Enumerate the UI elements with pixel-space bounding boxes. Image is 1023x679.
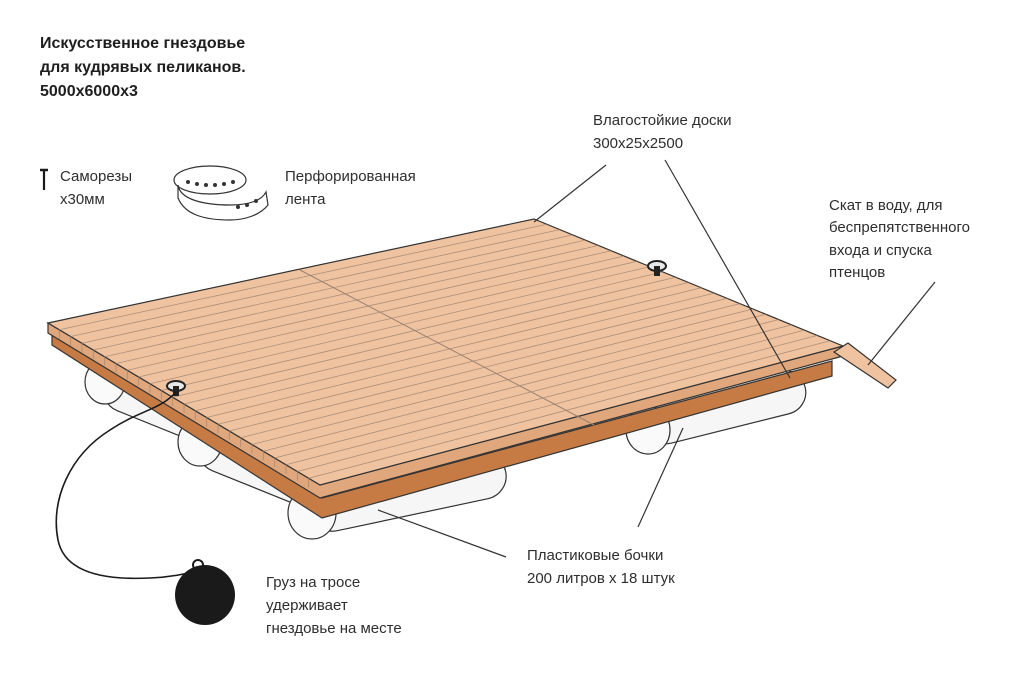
boards-label-line-1: Влагостойкие доски (593, 112, 732, 129)
deck-board-seam (308, 340, 831, 479)
deck-boards (58, 223, 831, 488)
deck-joint (299, 269, 595, 426)
deck-board-seam (274, 324, 792, 459)
weight-label-line-3: гнездовье на месте (266, 620, 402, 637)
screws-label-line-1: Саморезы (60, 168, 133, 185)
ramp-label-line-2: беспрепятственного (829, 219, 970, 236)
anchor-bolt-front (166, 380, 186, 396)
ramp-label-line-3: входа и спуска (829, 242, 932, 259)
deck-board-seam (183, 282, 689, 405)
deck-board-seam (161, 271, 663, 391)
boards-label-line-2: 300х25х2500 (593, 135, 684, 152)
deck-board-seam (70, 229, 560, 337)
deck-board-seam (297, 335, 818, 472)
anchor-weight (175, 559, 235, 625)
anchor-cable (55, 391, 201, 580)
ramp-label-line-1: Скат в воду, для (829, 197, 943, 214)
deck-board-seam (93, 239, 586, 351)
screws-label-line-2: х30мм (60, 191, 105, 208)
deck-board-seam (285, 329, 805, 466)
barrels-label-line-2: 200 литров х 18 штук (527, 570, 675, 587)
weight-label-line-1: Груз на тросе (266, 574, 361, 591)
deck-board-seam (172, 276, 676, 398)
deck-board-seam (115, 250, 612, 364)
barrels-label-line-1: Пластиковые бочки (527, 547, 664, 564)
deck-board-seam (127, 255, 625, 371)
ramp (832, 342, 897, 389)
anchor-bolt-back (647, 260, 667, 276)
weight-label-line-2: удерживает (266, 597, 348, 614)
deck-board-seam (138, 260, 638, 378)
deck-board-seam (59, 223, 547, 331)
page-title-line-2: для кудрявых пеликанов. (40, 59, 246, 76)
deck-board-seam (104, 245, 599, 358)
deck-board-seam (206, 292, 715, 418)
screw-icon (40, 168, 48, 190)
deck-board-seam (81, 234, 573, 344)
tape-label-line-2: лента (285, 191, 326, 208)
page-title-line-1: Искусственное гнездовье (40, 35, 246, 52)
ramp-label-line-4: птенцов (829, 264, 886, 281)
deck-board-seam (195, 287, 702, 412)
deck-board-seam (251, 313, 766, 445)
deck-board-seam (149, 266, 650, 385)
leader-lines (377, 159, 936, 558)
page-title-line-3: 5000х6000х3 (40, 83, 138, 100)
perforated-tape-icon (173, 165, 269, 221)
tape-label-line-1: Перфорированная (285, 168, 416, 185)
deck-board-seam (263, 319, 779, 452)
